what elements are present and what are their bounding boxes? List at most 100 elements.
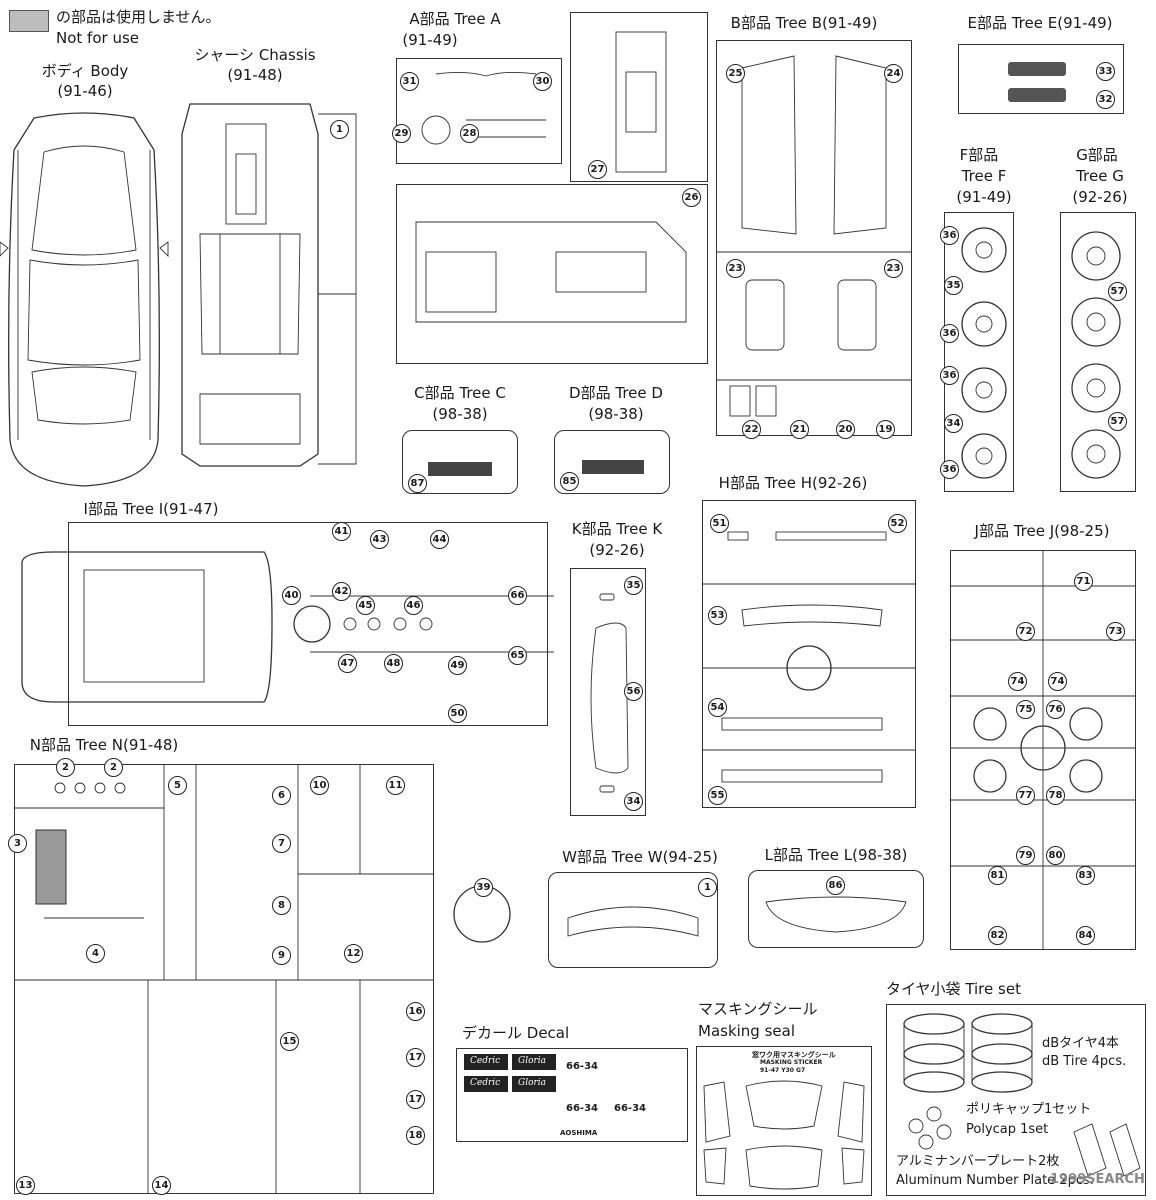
tireset-title: タイヤ小袋 Tire set: [886, 980, 1021, 998]
tree-w-runner: [548, 872, 718, 968]
part-number: 35: [624, 576, 643, 595]
part-number: 22: [742, 420, 761, 439]
part-number: 36: [940, 226, 959, 245]
part-number: 23: [726, 259, 745, 278]
tree-b-parts: [716, 55, 912, 417]
part-number: 41: [332, 522, 351, 541]
body-title: ボディ Body: [41, 62, 129, 80]
part-number: 14: [152, 1176, 171, 1195]
part-number: 27: [588, 160, 607, 179]
chassis-drawing: [181, 103, 357, 467]
decal-brand-1: Cedric: [470, 1056, 501, 1066]
part-number: 29: [392, 124, 411, 143]
tree-n-runner: [14, 764, 434, 1194]
part-number: 86: [826, 876, 845, 895]
tree-i-parts: [21, 551, 554, 703]
tree-a-title: A部品 Tree A: [409, 10, 501, 28]
part-number: 1: [698, 878, 717, 897]
part-number: 24: [884, 64, 903, 83]
tree-n-title: N部品 Tree N(91-48): [29, 736, 179, 754]
masking-sheet-sub: MASKING STICKER: [760, 1059, 823, 1066]
tree-h-runner: [702, 500, 916, 808]
part-number: 73: [1106, 622, 1125, 641]
tree-f-title2: Tree F: [961, 167, 1007, 185]
part-number: 45: [356, 596, 375, 615]
tree-l-title: L部品 Tree L(98-38): [764, 846, 908, 864]
tree-l-parts: [765, 896, 907, 933]
decal-brand-box-4: [512, 1076, 556, 1092]
part-number: 6: [272, 786, 291, 805]
tree-b-title: B部品 Tree B(91-49): [730, 14, 878, 32]
part-number: 50: [448, 704, 467, 723]
part-number: 26: [682, 188, 701, 207]
decal-brand-box-2: [512, 1054, 556, 1070]
tree-d-code: (98-38): [588, 405, 644, 423]
part-number: 8: [272, 896, 291, 915]
tireset-box: [886, 1004, 1146, 1196]
tireset-poly-en: Polycap 1set: [966, 1122, 1049, 1137]
tree-c-grille: [428, 462, 492, 476]
tree-c-code: (98-38): [432, 405, 488, 423]
part-number: 57: [1108, 282, 1127, 301]
part-number: 23: [884, 259, 903, 278]
tree-i-runner: [68, 522, 548, 726]
tree-b-runner: [716, 40, 912, 436]
part-number: 56: [624, 682, 643, 701]
part-number: 66: [508, 586, 527, 605]
masking-sheet: [696, 1046, 872, 1196]
tree-d-grille: [582, 460, 644, 474]
part-number: 16: [406, 1002, 425, 1021]
decal-brand-box-3: [464, 1076, 508, 1092]
tree-f-wheels: [961, 227, 1007, 479]
tree-g-code: (92-26): [1072, 188, 1128, 206]
legend-ja: の部品は使用しません。: [56, 8, 221, 26]
part-number: 71: [1074, 572, 1093, 591]
tireset-drawings: [903, 1013, 1141, 1177]
part-number: 52: [888, 514, 907, 533]
watermark: 1999SEARCH: [1050, 1172, 1145, 1187]
decal-brand-2: Gloria: [518, 1056, 547, 1066]
part-number: 34: [624, 792, 643, 811]
part-number: 1: [330, 120, 349, 139]
part-number: 77: [1016, 786, 1035, 805]
tree-a-parts: [415, 31, 687, 323]
part-number: 3: [8, 834, 27, 853]
tree-a-runner-main: [396, 184, 708, 364]
tree-e-title: E部品 Tree E(91-49): [967, 14, 1113, 32]
tree-a-runner-dash: [570, 12, 708, 182]
part-number: 83: [1076, 866, 1095, 885]
part-number: 39: [474, 878, 493, 897]
part-number: 36: [940, 460, 959, 479]
not-for-use-swatch: [9, 10, 49, 32]
part-number: 75: [1016, 700, 1035, 719]
tree-k-parts: [590, 593, 629, 793]
part-number: 55: [708, 786, 727, 805]
part-number: 48: [384, 654, 403, 673]
part-number: 40: [282, 586, 301, 605]
tireset-plate-en: Aluminum Number Plate 2pcs.: [896, 1173, 1094, 1188]
tireset-tire-ja: dBタイヤ4本: [1042, 1036, 1120, 1051]
part-number: 5: [168, 776, 187, 795]
part-number: 17: [406, 1090, 425, 1109]
tree-g-title1: G部品: [1076, 146, 1118, 164]
part-number: 57: [1108, 412, 1127, 431]
tree-e-parts: [1008, 62, 1066, 102]
part-number: 12: [344, 944, 363, 963]
part-number: 44: [430, 530, 449, 549]
chassis-title: シャーシ Chassis: [194, 46, 316, 64]
part-number: 43: [370, 530, 389, 549]
part-number: 2: [56, 758, 75, 777]
part-number: 65: [508, 646, 527, 665]
legend-en: Not for use: [56, 29, 139, 47]
part-number: 87: [408, 474, 427, 493]
part-number: 28: [460, 124, 479, 143]
part-number: 35: [944, 276, 963, 295]
tree-a-runner-top: [396, 58, 562, 164]
body-code: (91-46): [57, 82, 113, 100]
part-number: 13: [16, 1176, 35, 1195]
part-number: 85: [560, 472, 579, 491]
tireset-poly-ja: ポリキャップ1セット: [966, 1102, 1092, 1117]
decal-brand-4: Gloria: [518, 1078, 547, 1088]
part-number: 36: [940, 324, 959, 343]
part-number: 9: [272, 946, 291, 965]
